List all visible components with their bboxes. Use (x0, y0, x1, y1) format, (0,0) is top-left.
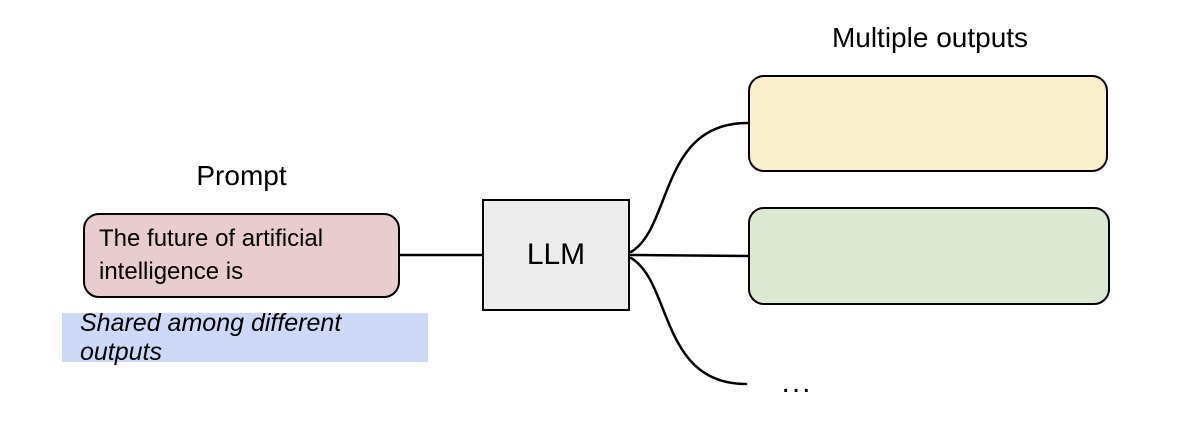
connector-llm-to-output-1 (629, 121, 749, 254)
connector-llm-to-output-2 (629, 253, 750, 258)
shared-note-text: Shared among different outputs (80, 308, 342, 366)
prompt-box: The future of artificial intelligence is (83, 213, 400, 298)
output-box-1 (748, 75, 1108, 172)
prompt-title: Prompt (196, 160, 287, 191)
output-box-2 (748, 207, 1110, 305)
shared-note: Shared among different outputs (62, 309, 428, 366)
llm-label: LLM (526, 238, 586, 271)
prompt-text: The future of artificial intelligence is (99, 225, 324, 285)
more-outputs-ellipsis: ... (781, 366, 813, 399)
connector-llm-to-more (629, 256, 748, 386)
llm-box: LLM (482, 199, 630, 311)
outputs-title: Multiple outputs (831, 22, 1029, 53)
